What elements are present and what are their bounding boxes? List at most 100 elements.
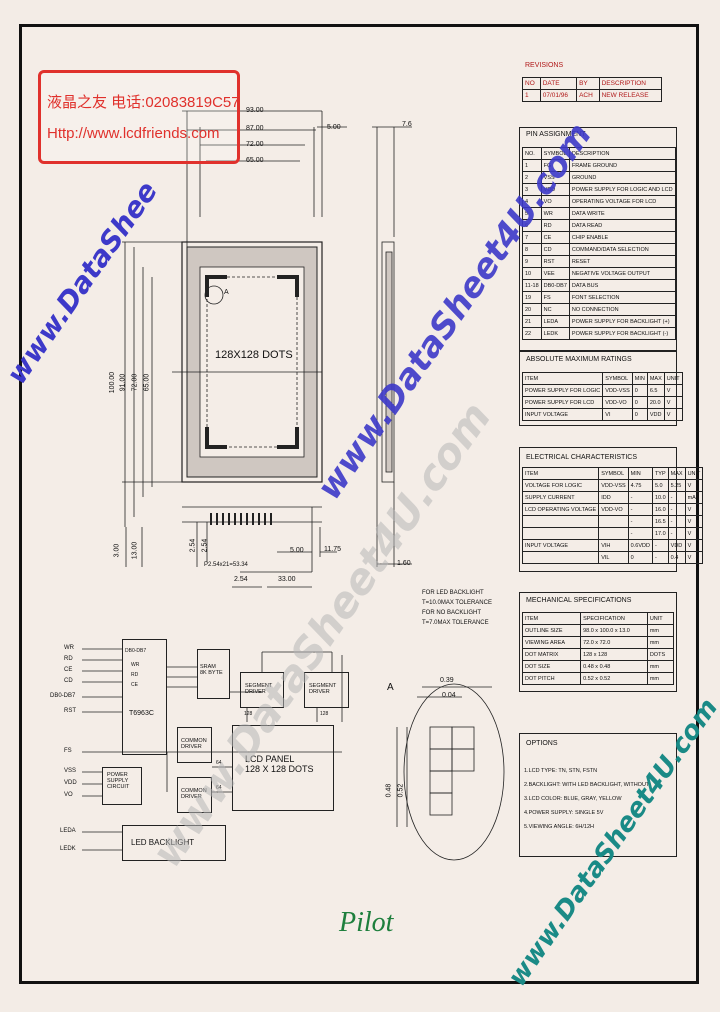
segment-driver-1: SEGMENT DRIVER (240, 672, 284, 708)
table-cell: LEDK (540, 327, 570, 340)
backlight-note-2: T=10.0MAX TOLERANCE (422, 600, 492, 606)
lcd-panel-label: LCD PANEL 128 X 128 DOTS (245, 754, 314, 774)
table-cell: INPUT VOLTAGE (521, 408, 604, 421)
table-cell: - (667, 527, 686, 540)
detail-dim-2: 0.04 (442, 692, 456, 699)
table-cell: LEDA (540, 315, 570, 328)
revisions-row: 1 07/01/96 ACH NEW RELEASE (522, 89, 663, 102)
table-cell: DATA BUS (568, 279, 676, 292)
table-cell: 98.0 x 100.0 x 13.0 (580, 624, 648, 637)
table-cell: POWER SUPPLY FOR LOGIC (521, 384, 604, 397)
controller-pin-label-2: WR (131, 662, 140, 668)
electrical-header-cell: UNIT (684, 467, 704, 480)
backlight-note-1: FOR LED BACKLIGHT (422, 590, 484, 596)
table-cell: 6.5 (646, 384, 665, 397)
common-driver-1: COMMON DRIVER (177, 727, 212, 763)
table-cell: - (627, 503, 653, 516)
table-cell: COMMAND/DATA SELECTION (568, 243, 676, 256)
dim-left-2: 91.00 (119, 373, 127, 392)
table-cell: VIH (598, 539, 629, 552)
abs_max-header-cell: SYMBOL (602, 372, 633, 385)
table-cell: CD (540, 243, 570, 256)
table-cell: mA (684, 491, 704, 504)
outline-drawing (82, 110, 505, 861)
table-cell: V (684, 551, 704, 564)
table-cell: VDD-VO (598, 503, 629, 516)
stamp-line-1: 液晶之友 电话:02083819C57 (47, 94, 240, 111)
detail-dim-3: 0.48 (385, 783, 393, 798)
table-cell: 20 (522, 303, 542, 316)
power-circuit-label: POWER SUPPLY CIRCUIT (107, 772, 130, 790)
power-circuit: POWER SUPPLY CIRCUIT (102, 767, 142, 805)
table-cell: 8 (522, 243, 542, 256)
abs-max-title: ABSOLUTE MAXIMUM RATINGS (526, 356, 632, 363)
table-cell: CHIP ENABLE (568, 231, 676, 244)
options-line-1: 1.LCD TYPE: TN, STN, FSTN (524, 768, 598, 774)
detail-dim-4: 0.52 (397, 783, 405, 798)
table-cell: - (627, 491, 653, 504)
dealer-stamp: 液晶之友 电话:02083819C57 Http://www.lcdfriend… (38, 70, 240, 164)
side-dim-top: 7.6 (402, 121, 412, 128)
com-label-2: 64 (216, 785, 222, 791)
table-cell: GROUND (568, 171, 676, 184)
revisions-title: REVISIONS (525, 62, 564, 69)
options-line-5: 5.VIEWING ANGLE: 6H/12H (524, 824, 594, 830)
abs_max-header-cell: MAX (646, 372, 665, 385)
table-cell (598, 515, 629, 528)
sram-block: SRAM 8K BYTE (197, 649, 230, 699)
table-cell: - (651, 551, 669, 564)
controller-label: T6963C (129, 710, 154, 717)
dim-top-4: 65.00 (246, 157, 264, 164)
table-cell: V (663, 396, 683, 409)
brand-text: Pilot (339, 907, 394, 938)
signal-vo: VO (64, 792, 73, 798)
table-row: -16.5-V (521, 515, 704, 528)
table-row: -17.0-V (521, 527, 704, 540)
table-cell: V (684, 479, 704, 492)
rev-header-no: NO (522, 77, 541, 90)
table-cell: 0.4 (667, 551, 686, 564)
dim-left-1: 100.00 (109, 371, 117, 394)
table-cell: RD (540, 219, 570, 232)
stamp-line-2: Http://www.lcdfriends.com (47, 125, 220, 142)
table-cell: 11-18 (522, 279, 542, 292)
signal-cd: CD (64, 678, 73, 684)
mechanical-panel: MECHANICAL SPECIFICATIONS (519, 592, 677, 692)
table-cell: 10.0 (651, 491, 669, 504)
dim-top-1: 93.00 (246, 107, 264, 114)
seg-label-1: 128 (244, 711, 253, 717)
electrical-title: ELECTRICAL CHARACTERISTICS (526, 454, 637, 461)
signal-fs: FS (64, 748, 72, 754)
abs_max-header-cell: MIN (631, 372, 648, 385)
table-cell: VDD (646, 408, 665, 421)
display-label: 128X128 DOTS (215, 349, 293, 361)
signal-rd: RD (64, 656, 73, 662)
table-cell: FONT SELECTION (568, 291, 676, 304)
table-cell: 0.48 x 0.48 (580, 660, 648, 673)
table-cell: SUPPLY CURRENT (521, 491, 600, 504)
table-cell: V (684, 503, 704, 516)
marker-a: A (224, 289, 229, 296)
revisions-header-row: NO DATE BY DESCRIPTION (522, 77, 663, 90)
table-cell (598, 527, 629, 540)
options-line-2: 2.BACKLIGHT: WITH LED BACKLIGHT, WITHOUT (524, 782, 650, 788)
segment-driver-1-label: SEGMENT DRIVER (245, 683, 273, 695)
table-cell: VDD-VSS (602, 384, 633, 397)
mechanical-header-cell: SPECIFICATION (580, 612, 648, 625)
dim-bottom-left-2: 13.00 (131, 541, 139, 560)
electrical-header-cell: MIN (627, 467, 653, 480)
table-cell: mm (646, 624, 675, 637)
table-cell: 4.75 (627, 479, 653, 492)
dim-bottom-right: 1.60 (397, 560, 411, 567)
electrical-header-cell: ITEM (521, 467, 600, 480)
